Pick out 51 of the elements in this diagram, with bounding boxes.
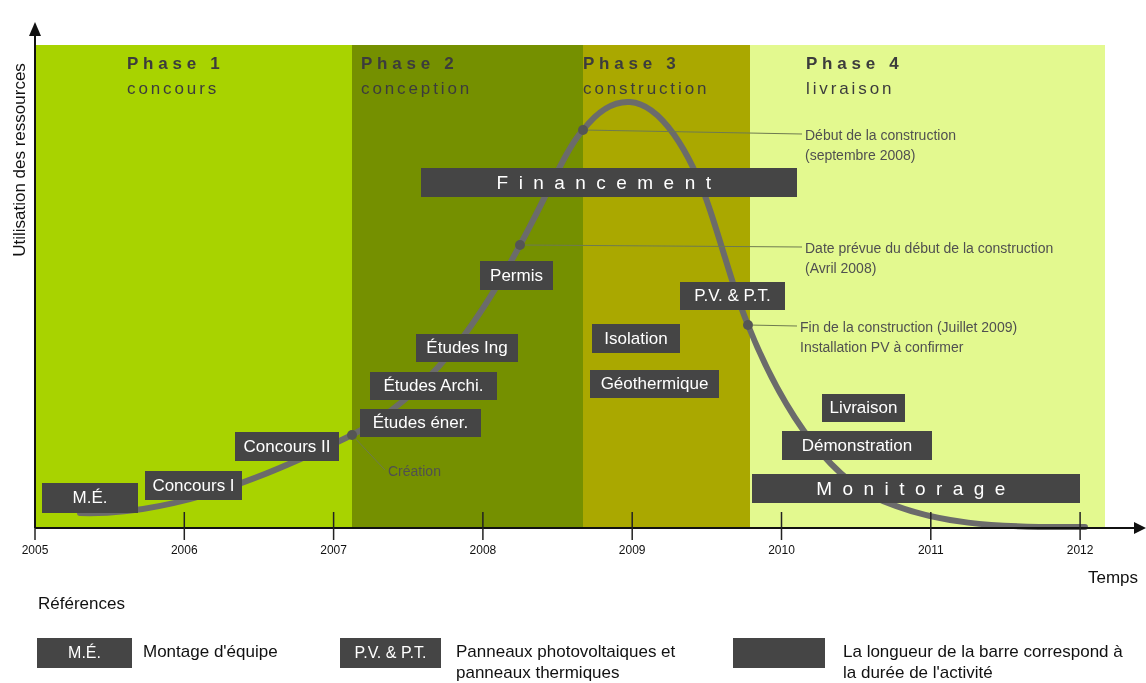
phase-heading: Phase 4	[806, 54, 904, 74]
activity-bar: Études Ing	[416, 334, 518, 362]
curve-point-marker	[578, 125, 588, 135]
phase-name: concours	[127, 79, 220, 99]
curve-point-marker	[515, 240, 525, 250]
legend-swatch: M.É.	[37, 638, 132, 668]
leader-line	[752, 324, 798, 327]
annotation-text: Création	[388, 461, 498, 479]
phase-heading: Phase 3	[583, 54, 681, 74]
activity-bar: Isolation	[592, 324, 680, 353]
activity-bar: Livraison	[822, 394, 905, 422]
leader-line	[524, 244, 803, 248]
activity-bar: Permis	[480, 261, 553, 290]
phase-heading: Phase 1	[127, 54, 225, 74]
activity-bar: Concours I	[145, 471, 242, 500]
activity-bar: P.V. & P.T.	[680, 282, 785, 310]
year-tick-label: 2006	[170, 543, 198, 557]
legend-text: La longueur de la barre correspond à la durée de l'activité	[843, 641, 1123, 683]
legend-swatch: P.V. & P.T.	[340, 638, 441, 668]
activity-bar: Monitorage	[752, 474, 1080, 503]
annotation-text: Date prévue du début de la construction (Avril 2008)	[805, 238, 1067, 278]
year-tick-label: 2009	[618, 543, 646, 557]
curve-point-marker	[743, 320, 753, 330]
activity-bar: Géothermique	[590, 370, 719, 398]
phase-name: conception	[361, 79, 473, 99]
activity-bar: Études éner.	[360, 409, 481, 437]
activity-bar: Études Archi.	[370, 372, 497, 400]
phase-name: construction	[583, 79, 710, 99]
phase-heading: Phase 2	[361, 54, 459, 74]
leader-line	[354, 438, 386, 471]
year-tick-label: 2008	[469, 543, 497, 557]
year-tick-label: 2012	[1066, 543, 1094, 557]
annotation-text: Fin de la construction (Juillet 2009) Installation PV à confirmer	[800, 317, 1070, 357]
year-tick-label: 2011	[917, 543, 944, 557]
annotation-text: Début de la construction (septembre 2008)	[805, 125, 1005, 165]
activity-bar: M.É.	[42, 483, 138, 513]
phase-band	[35, 45, 352, 528]
leader-line	[587, 129, 803, 135]
curve-point-marker	[347, 430, 357, 440]
year-tick-label: 2010	[768, 543, 795, 557]
phase-name: livraison	[806, 79, 895, 99]
year-tick-label: 2007	[320, 543, 347, 557]
legend-text: Montage d'équipe	[143, 641, 279, 662]
axis-title: Utilisation des ressources	[10, 63, 30, 257]
legend-text: Panneaux photovoltaiques et panneaux thermiques	[456, 641, 677, 683]
activity-bar: Financement	[421, 168, 797, 197]
axis-title: Temps	[1087, 568, 1138, 588]
year-tick-label: 2005	[21, 543, 49, 557]
activity-bar: Concours II	[235, 432, 339, 461]
activity-bar: Démonstration	[782, 431, 932, 460]
legend-title: Références	[38, 594, 125, 614]
